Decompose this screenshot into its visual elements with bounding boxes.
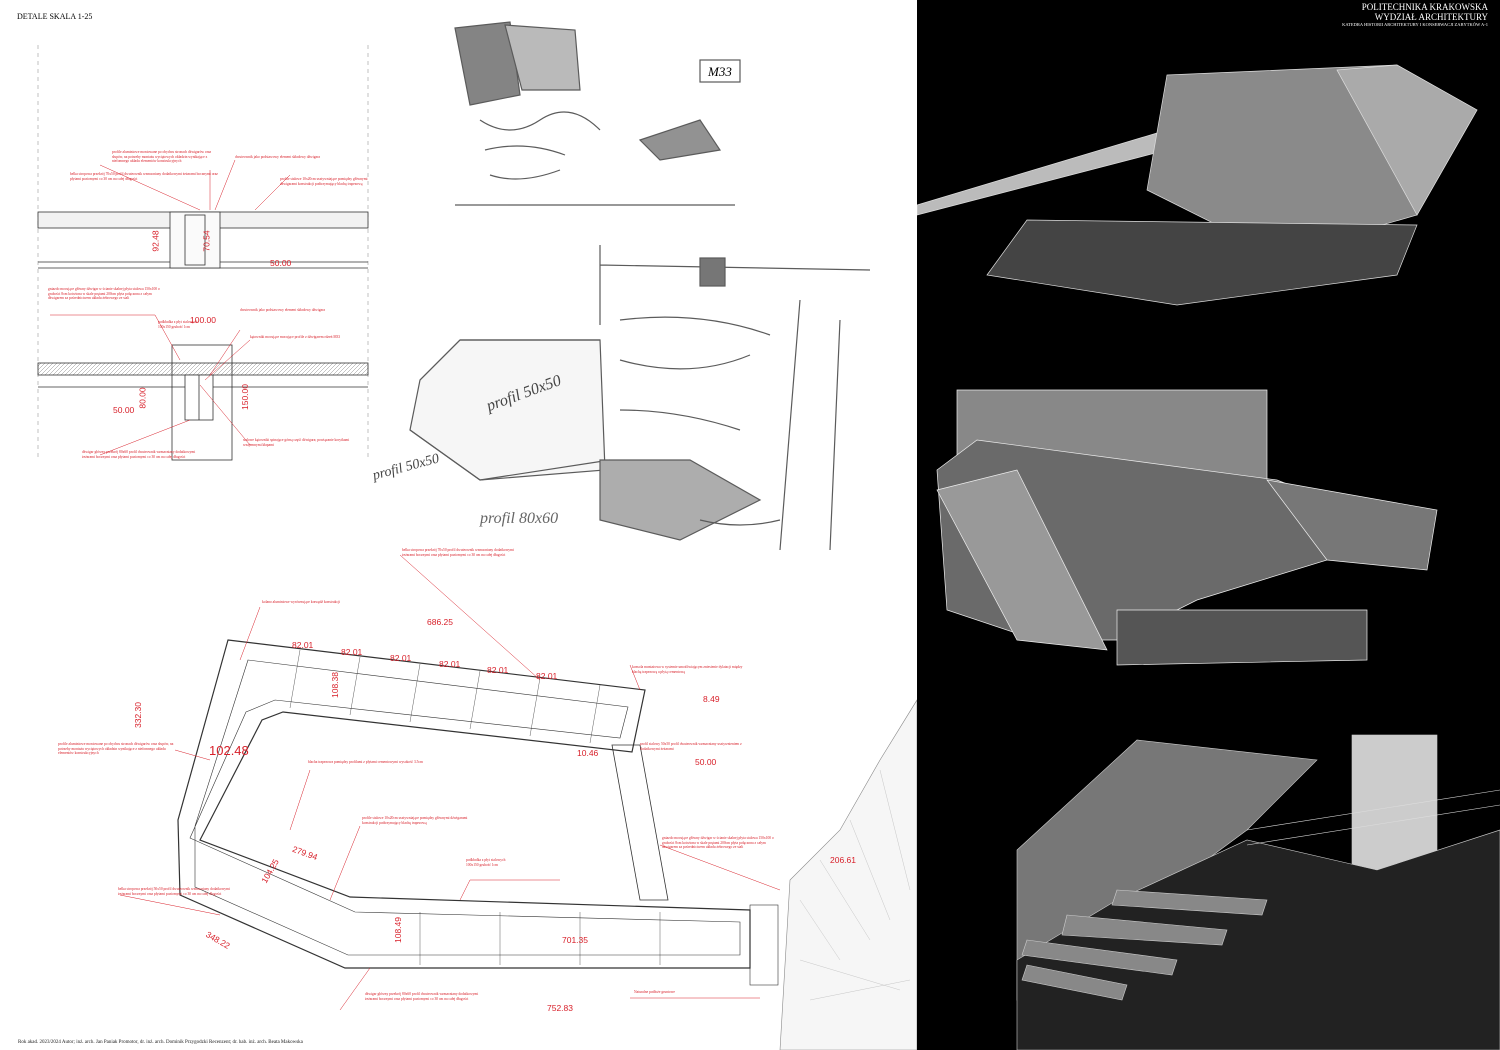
dimension-label: 82.01 <box>536 671 558 681</box>
annotation: dźwigar główny przekrój 80x60 profil dwu… <box>365 992 479 1001</box>
3d-renders <box>917 64 1500 1050</box>
dimension-label: 82.01 <box>292 640 314 650</box>
faculty-name: WYDZIAŁ ARCHITEKTURY <box>1374 12 1488 22</box>
dimension-label: 150.00 <box>240 384 250 410</box>
dimension-label: 206.61 <box>830 855 856 865</box>
rock-hatch <box>779 699 917 1050</box>
dimension-label: 332.30 <box>133 702 143 728</box>
annotation: dwuteownik jako podstawowy element skład… <box>240 308 325 312</box>
footer-credits: Rok akad. 2023/2024 Autor; inż. arch. Ja… <box>18 1040 303 1045</box>
annotation: dwuteownik jako podstawowy element skład… <box>235 155 320 159</box>
annotation: profile aluminiowe montowane po obydwu s… <box>112 150 212 164</box>
dimension-label: 100.00 <box>190 315 216 325</box>
annotation: stalowe kątowniki spinające górną część … <box>243 438 350 447</box>
dimension-label: 686.25 <box>427 617 453 627</box>
detail-2-section <box>37 344 369 461</box>
dimension-label: 50.00 <box>270 258 292 268</box>
dimension-label: 92.48 <box>150 230 161 252</box>
dimension-label: 752.83 <box>547 1003 573 1013</box>
annotation: kątowniki mocujące mocujące profile z dź… <box>250 335 341 339</box>
annotation: kolano aluminiowe wyrównujące krawędź ko… <box>262 600 341 604</box>
university-name: POLITECHNIKA KRAKOWSKA <box>1361 2 1488 12</box>
technical-drawing-lines <box>37 21 917 1050</box>
annotation: profile stalowe 10x20cm usztywniające po… <box>280 177 368 186</box>
dimension-label: 80.00 <box>137 387 148 409</box>
annotation: belka stropowa przekrój 70x50 profil dwu… <box>402 548 514 557</box>
annotation: podkładka z płyt stalowych 100x150 grubo… <box>466 858 506 867</box>
annotation: profile aluminiowe montowane po obydwu s… <box>58 742 174 756</box>
annotation: podkładka z płyt stalowych 100x150 grubo… <box>158 320 198 329</box>
detail-1-section <box>37 211 369 269</box>
annotation: belka stropowa przekrój 50x50 profil dwu… <box>118 887 230 896</box>
dimension-label: 10.46 <box>577 748 599 758</box>
dimension-label: 82.01 <box>487 665 509 675</box>
annotation: dźwigar główny przekrój 80x60 profil dwu… <box>82 450 196 459</box>
annotation: gniazdo mocujące główny dźwigar w ściani… <box>48 287 160 301</box>
render-middle <box>936 389 1438 666</box>
dimension-label: 108.38 <box>330 672 340 698</box>
dimension-label: 82.01 <box>341 647 363 657</box>
drawing-sheet: DETALE SKALA 1-25 <box>17 12 917 1050</box>
annotation: belka stropowa przekrój 70x50 profil dwu… <box>70 172 218 181</box>
dimension-label: 70.54 <box>201 230 212 252</box>
dimension-label: 82.01 <box>439 659 461 669</box>
annotation: blacha trapezowa pomiędzy profilami z pł… <box>308 760 423 764</box>
annotation: profil stalowy 50x50 profil dwuteownik w… <box>640 742 742 751</box>
hand-sketches <box>409 21 871 551</box>
dimension-label: 701.35 <box>562 935 588 945</box>
dimension-label: 108.49 <box>393 917 403 943</box>
annotation: profile stalowe 10x20cm usztywniające po… <box>362 816 468 825</box>
render-panel: POLITECHNIKA KRAKOWSKA WYDZIAŁ ARCHITEKT… <box>917 0 1500 1050</box>
annotation: Naturalne podłoże gruntowe <box>634 990 675 994</box>
sketch-label-m33: M33 <box>708 64 732 79</box>
dimension-label: 50.00 <box>113 405 135 415</box>
department-name: KATEDRA HISTORII ARCHITEKTURY I KONSERWA… <box>1342 22 1488 27</box>
annotation: konsola montażowa w systemie umożliwiają… <box>632 665 743 674</box>
dimension-label: 82.01 <box>390 653 412 663</box>
dimension-label: 8.49 <box>703 694 720 704</box>
sheet-title: DETALE SKALA 1-25 <box>17 12 93 21</box>
render-top <box>917 64 1478 306</box>
dimension-label: 102.48 <box>209 743 249 758</box>
annotation: gniazdo mocujące główny dźwigar w ściani… <box>662 836 774 850</box>
render-bottom <box>1016 734 1500 1050</box>
dimension-label: 50.00 <box>695 757 717 767</box>
sketch-handwriting: profil 80x60 <box>480 510 559 527</box>
floor-plan <box>177 639 779 986</box>
